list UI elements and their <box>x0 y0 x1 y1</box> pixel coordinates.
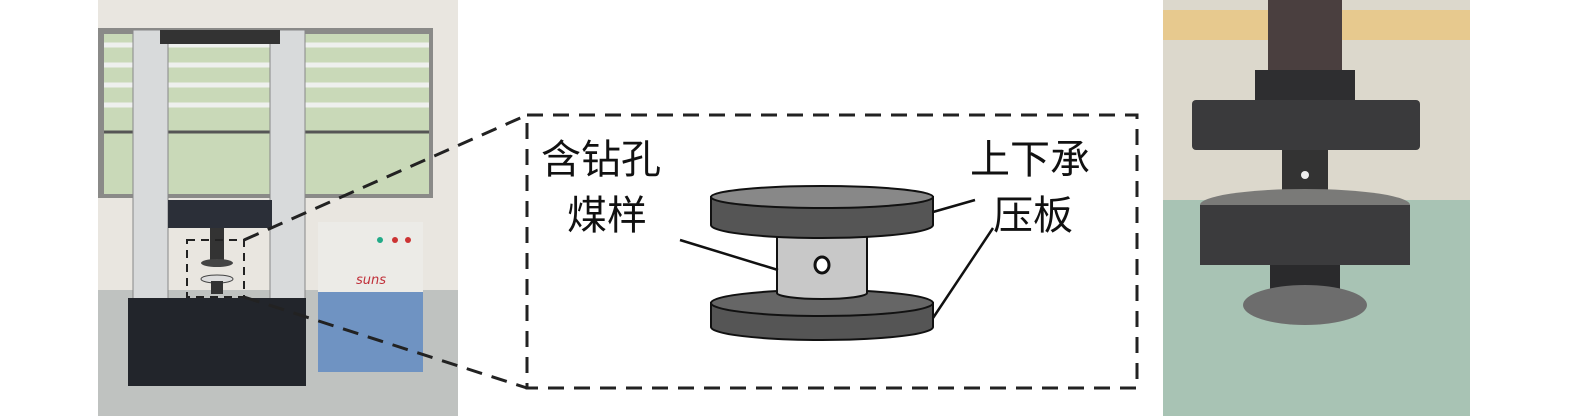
label-plates-line2: 压板 <box>993 193 1073 239</box>
specimen-schematic <box>679 185 995 341</box>
label-specimen-line2: 煤样 <box>567 193 647 239</box>
label-specimen-line1: 含钻孔 <box>541 137 661 183</box>
leader-lower <box>931 227 995 319</box>
leader-specimen <box>679 238 779 272</box>
zoom-line-bottom <box>243 295 528 390</box>
platen-closeup-photo <box>1163 0 1470 416</box>
leader-upper <box>932 198 976 214</box>
drill-hole <box>813 255 831 275</box>
brand-logo: suns <box>356 273 386 288</box>
zoom-source-box <box>186 239 245 298</box>
testing-machine-photo: suns <box>98 0 458 416</box>
label-plates-line1: 上下承 <box>970 137 1090 183</box>
